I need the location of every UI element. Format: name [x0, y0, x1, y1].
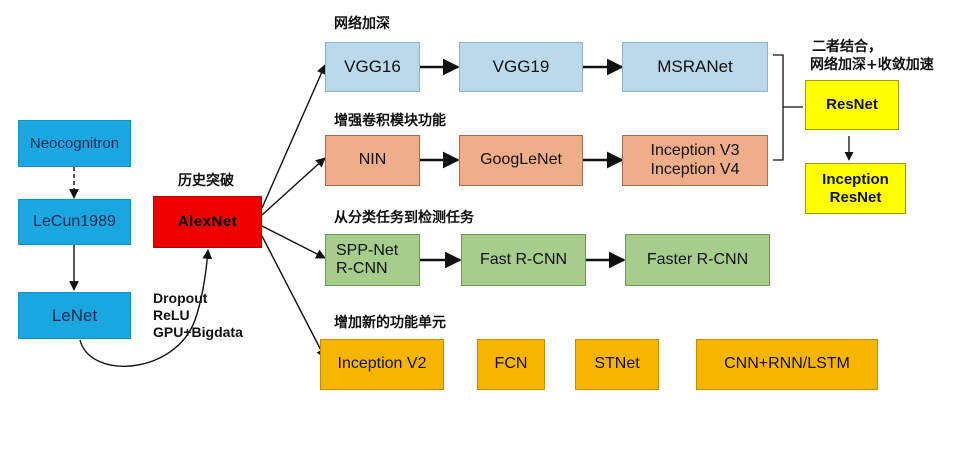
arrow-alexnet-units — [261, 235, 326, 359]
node-vgg19: VGG19 — [459, 42, 583, 92]
node-cnn-rnn-lstm: CNN+RNN/LSTM — [696, 339, 878, 390]
label-combine-line1: 二者结合， — [812, 39, 882, 55]
node-inception-resnet: Inception ResNet — [805, 163, 906, 214]
node-fcn: FCN — [477, 339, 545, 390]
node-neocognitron: Neocognitron — [18, 120, 131, 167]
node-inception-resnet-line2: ResNet — [829, 188, 882, 206]
label-combine-line2: 网络加深+收敛加速 — [810, 57, 934, 73]
node-fast-rcnn: Fast R-CNN — [461, 234, 586, 286]
node-rcnn-label: R-CNN — [336, 260, 388, 277]
technique-gpu-bigdata: GPU+Bigdata — [153, 324, 243, 340]
combine-bracket — [773, 54, 803, 161]
node-faster-rcnn: Faster R-CNN — [625, 234, 770, 286]
node-resnet: ResNet — [805, 80, 899, 130]
node-stnet: STNet — [575, 339, 659, 390]
technique-dropout: Dropout — [153, 290, 208, 306]
arrow-alexnet-deeper — [261, 64, 326, 209]
technique-relu: ReLU — [153, 307, 190, 323]
label-enhance-conv: 增强卷积模块功能 — [334, 113, 446, 129]
label-new-units: 增加新的功能单元 — [334, 315, 446, 331]
node-msranet: MSRANet — [622, 42, 768, 92]
node-inception-v3-label: Inception V3 — [650, 142, 740, 160]
node-googlenet: GoogLeNet — [459, 135, 583, 186]
node-lenet: LeNet — [18, 292, 131, 339]
node-lecun1989: LeCun1989 — [18, 199, 131, 245]
node-inception-v3-v4: Inception V3 Inception V4 — [622, 135, 768, 186]
arrow-alexnet-conv — [261, 157, 326, 216]
label-breakthrough: 历史突破 — [178, 173, 234, 189]
node-vgg16: VGG16 — [325, 42, 420, 92]
label-deeper: 网络加深 — [334, 16, 390, 32]
techniques-list: Dropout ReLU GPU+Bigdata — [153, 290, 243, 341]
node-sppnet-label: SPP-Net — [336, 241, 399, 259]
node-alexnet: AlexNet — [153, 196, 262, 248]
arrow-alexnet-detection — [261, 225, 326, 259]
label-detection: 从分类任务到检测任务 — [334, 210, 474, 226]
node-spp-rcnn: SPP-Net R-CNN — [325, 234, 420, 286]
node-inception-v4-label: Inception V4 — [650, 160, 740, 178]
node-inception-v2: Inception V2 — [320, 339, 444, 390]
node-inception-resnet-line1: Inception — [822, 171, 889, 189]
node-nin: NIN — [325, 135, 420, 186]
arrow-lenet-alexnet — [79, 249, 213, 367]
